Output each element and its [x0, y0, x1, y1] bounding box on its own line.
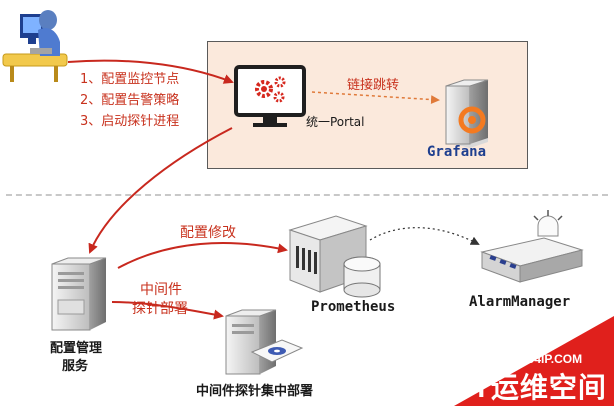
config-to-deploy-arrow	[111, 301, 224, 320]
middleware-label-2: 探针部署	[132, 301, 188, 317]
alertmanager-label: AlarmManager	[469, 294, 571, 310]
grafana-label: Grafana	[427, 144, 487, 160]
watermark-band	[454, 316, 614, 406]
config-to-prometheus-arrow	[117, 242, 288, 269]
admin-to-portal-arrow	[67, 59, 234, 84]
middleware-label-1: 中间件	[140, 282, 182, 298]
watermark-title: IT运维空间	[464, 372, 607, 403]
portal-monitor-icon	[234, 65, 306, 127]
grafana-server-icon	[445, 79, 489, 148]
config-service-label-2: 服务	[62, 359, 89, 374]
admin-user-icon	[2, 10, 68, 82]
config-service-label-1: 配置管理	[50, 341, 103, 356]
step-1-text: 1、配置监控节点	[80, 72, 180, 87]
step-2-text: 2、配置告警策略	[80, 93, 180, 108]
deploy-server-icon	[225, 309, 304, 375]
alertmanager-icon	[480, 210, 584, 283]
section-divider	[6, 194, 608, 196]
prometheus-label: Prometheus	[311, 299, 396, 315]
portal-label: 统一Portal	[306, 115, 365, 129]
portal-to-grafana-link	[311, 91, 440, 105]
prometheus-server-icon	[288, 215, 381, 298]
config-server-icon	[51, 257, 107, 331]
portal-to-config-arrow	[88, 127, 233, 254]
watermark-url: WWW.94IP.COM	[491, 352, 583, 366]
config-edit-label: 配置修改	[180, 225, 236, 241]
deploy-server-label: 中间件探针集中部署	[196, 384, 314, 399]
link-jump-label: 链接跳转	[347, 78, 400, 93]
step-3-text: 3、启动探针进程	[80, 114, 180, 129]
prometheus-to-alert-arrow	[369, 227, 480, 245]
